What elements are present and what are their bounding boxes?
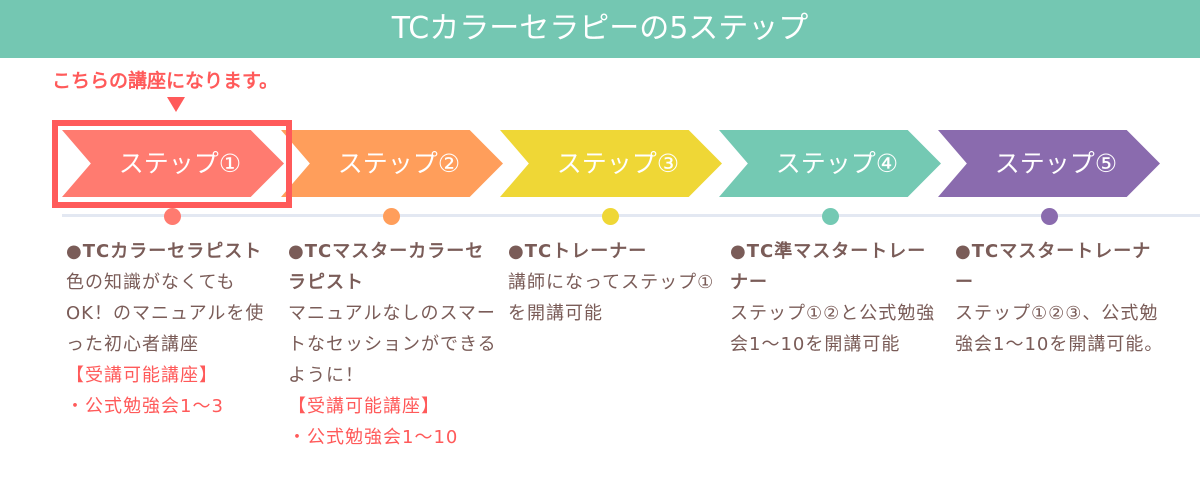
available-courses-heading: 【受講可能講座】	[66, 365, 218, 386]
step-3-description: ●TCトレーナー 講師になってステップ①を開講可能	[508, 236, 718, 329]
step-desc: ステップ①②③、公式勉強会1〜10を開講可能。	[955, 303, 1164, 355]
step-desc: ステップ①②と公式勉強会1〜10を開講可能	[730, 303, 936, 355]
available-course-item: ・公式勉強会1〜10	[288, 427, 459, 448]
available-courses-heading: 【受講可能講座】	[288, 396, 440, 417]
step-3-chevron[interactable]: ステップ③	[500, 130, 722, 197]
step-desc: マニュアルなしのスマートなセッションができるように！	[288, 303, 497, 386]
step-desc: 色の知識がなくてもOK！のマニュアルを使った初心者講座	[66, 272, 265, 355]
current-step-highlight	[52, 120, 292, 208]
step-title: ●TCマスターカラーセラピスト	[288, 241, 485, 293]
available-course-item: ・公式勉強会1〜3	[66, 396, 224, 417]
timeline-line	[62, 214, 1200, 217]
step-4-description: ●TC準マスタートレーナー ステップ①②と公式勉強会1〜10を開講可能	[730, 236, 940, 360]
step-title: ●TCカラーセラピスト	[66, 241, 263, 262]
timeline-dot	[1041, 208, 1058, 225]
step-title: ●TCトレーナー	[508, 241, 648, 262]
timeline-dot	[164, 208, 181, 225]
step-1-chevron[interactable]: ステップ①	[62, 130, 284, 197]
timeline-dot	[822, 208, 839, 225]
timeline-dot	[383, 208, 400, 225]
step-title: ●TC準マスタートレーナー	[730, 241, 927, 293]
step-2-chevron[interactable]: ステップ②	[281, 130, 503, 197]
current-course-note: こちらの講座になります。	[52, 70, 279, 92]
step-title: ●TCマスタートレーナー	[955, 241, 1152, 293]
step-1-description: ●TCカラーセラピスト 色の知識がなくてもOK！のマニュアルを使った初心者講座 …	[66, 236, 276, 422]
step-desc: 講師になってステップ①を開講可能	[508, 272, 715, 324]
step-4-chevron[interactable]: ステップ④	[719, 130, 941, 197]
step-5-description: ●TCマスタートレーナー ステップ①②③、公式勉強会1〜10を開講可能。	[955, 236, 1165, 360]
step-2-description: ●TCマスターカラーセラピスト マニュアルなしのスマートなセッションができるよう…	[288, 236, 498, 453]
step-5-chevron[interactable]: ステップ⑤	[938, 130, 1160, 197]
page-title: TCカラーセラピーの5ステップ	[0, 0, 1200, 58]
arrow-down-icon	[167, 97, 185, 112]
timeline-dot	[602, 208, 619, 225]
